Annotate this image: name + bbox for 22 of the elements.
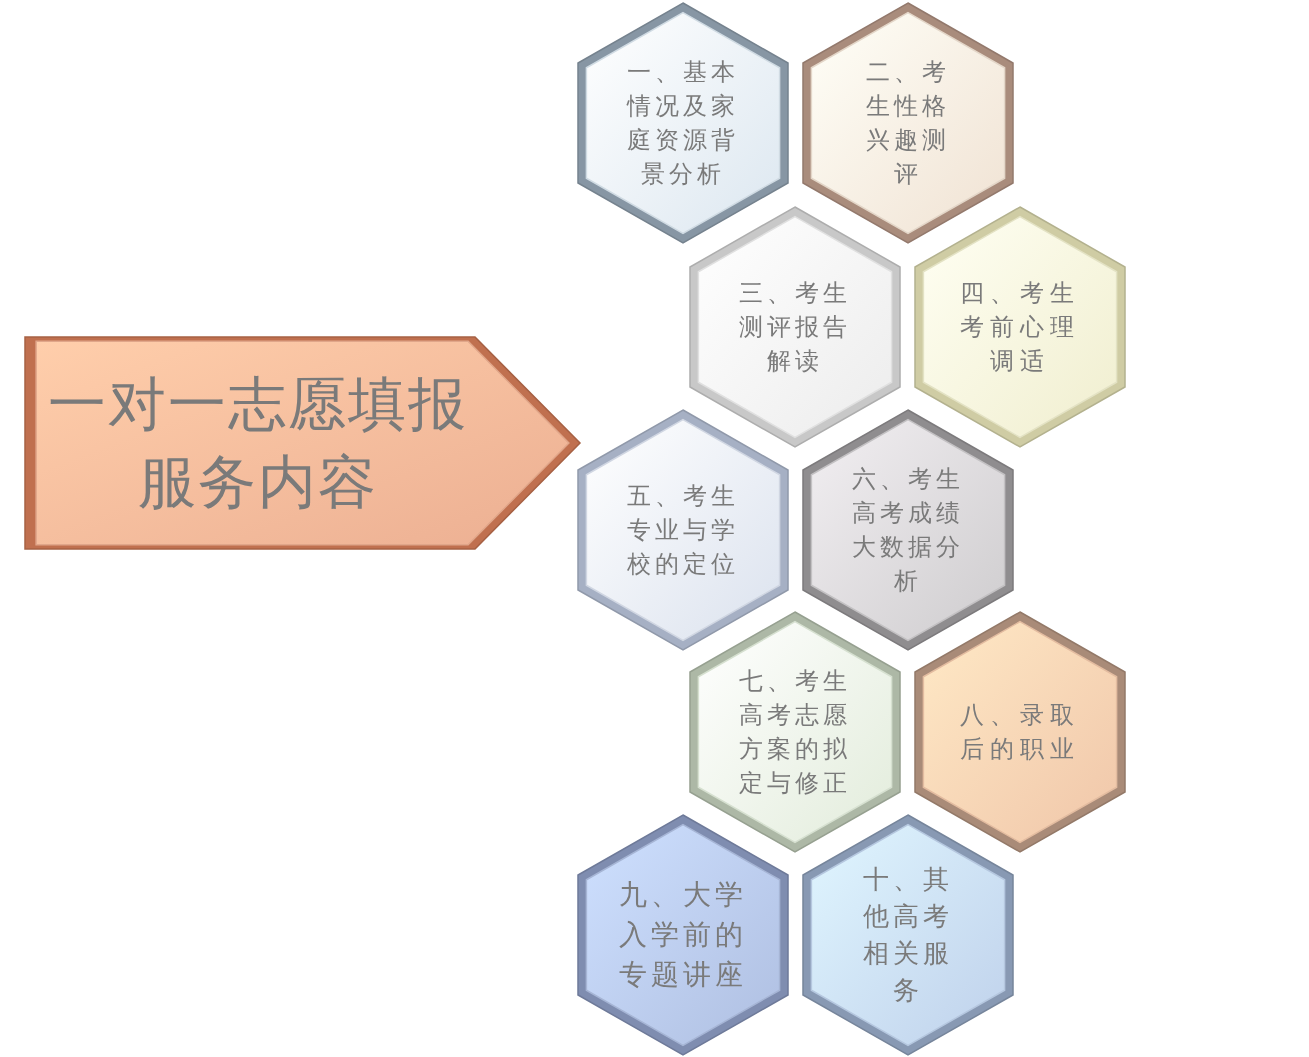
- tile-text: 九、大学入学前的专题讲座: [618, 877, 748, 993]
- tile-text: 五、考生专业与学校的定位: [626, 480, 740, 581]
- tile-text: 一、基本情况及家庭资源背景分析: [625, 56, 740, 191]
- tile-text: 四、考生考前心理调适: [959, 277, 1081, 378]
- tile-text: 六、考生高考成绩大数据分析: [851, 463, 965, 598]
- banner-title: 一对一志愿填报服务内容: [46, 368, 469, 518]
- tile-text: 八、录取后的职业: [959, 699, 1081, 765]
- hexagon-tile: [690, 207, 900, 447]
- tile-text: 十、其他高考相关服务: [862, 863, 954, 1007]
- hexagon-tile: [690, 612, 900, 852]
- hexagon-tile: [915, 612, 1125, 852]
- hexagon-tile: [578, 410, 788, 650]
- hexagon-tile: [803, 815, 1013, 1055]
- hexagon-tile: [803, 3, 1013, 243]
- tile-text: 二、考生性格兴趣测评: [865, 56, 951, 191]
- tile-text: 三、考生测评报告解读: [738, 277, 852, 378]
- hexagon-tile: [578, 3, 788, 243]
- hexagon-tile: [915, 207, 1125, 447]
- hexagon-tile: [803, 410, 1013, 650]
- arrow-banner: [25, 337, 580, 549]
- tile-text: 七、考生高考志愿方案的拟定与修正: [738, 665, 852, 800]
- hexagon-tile: [578, 815, 788, 1055]
